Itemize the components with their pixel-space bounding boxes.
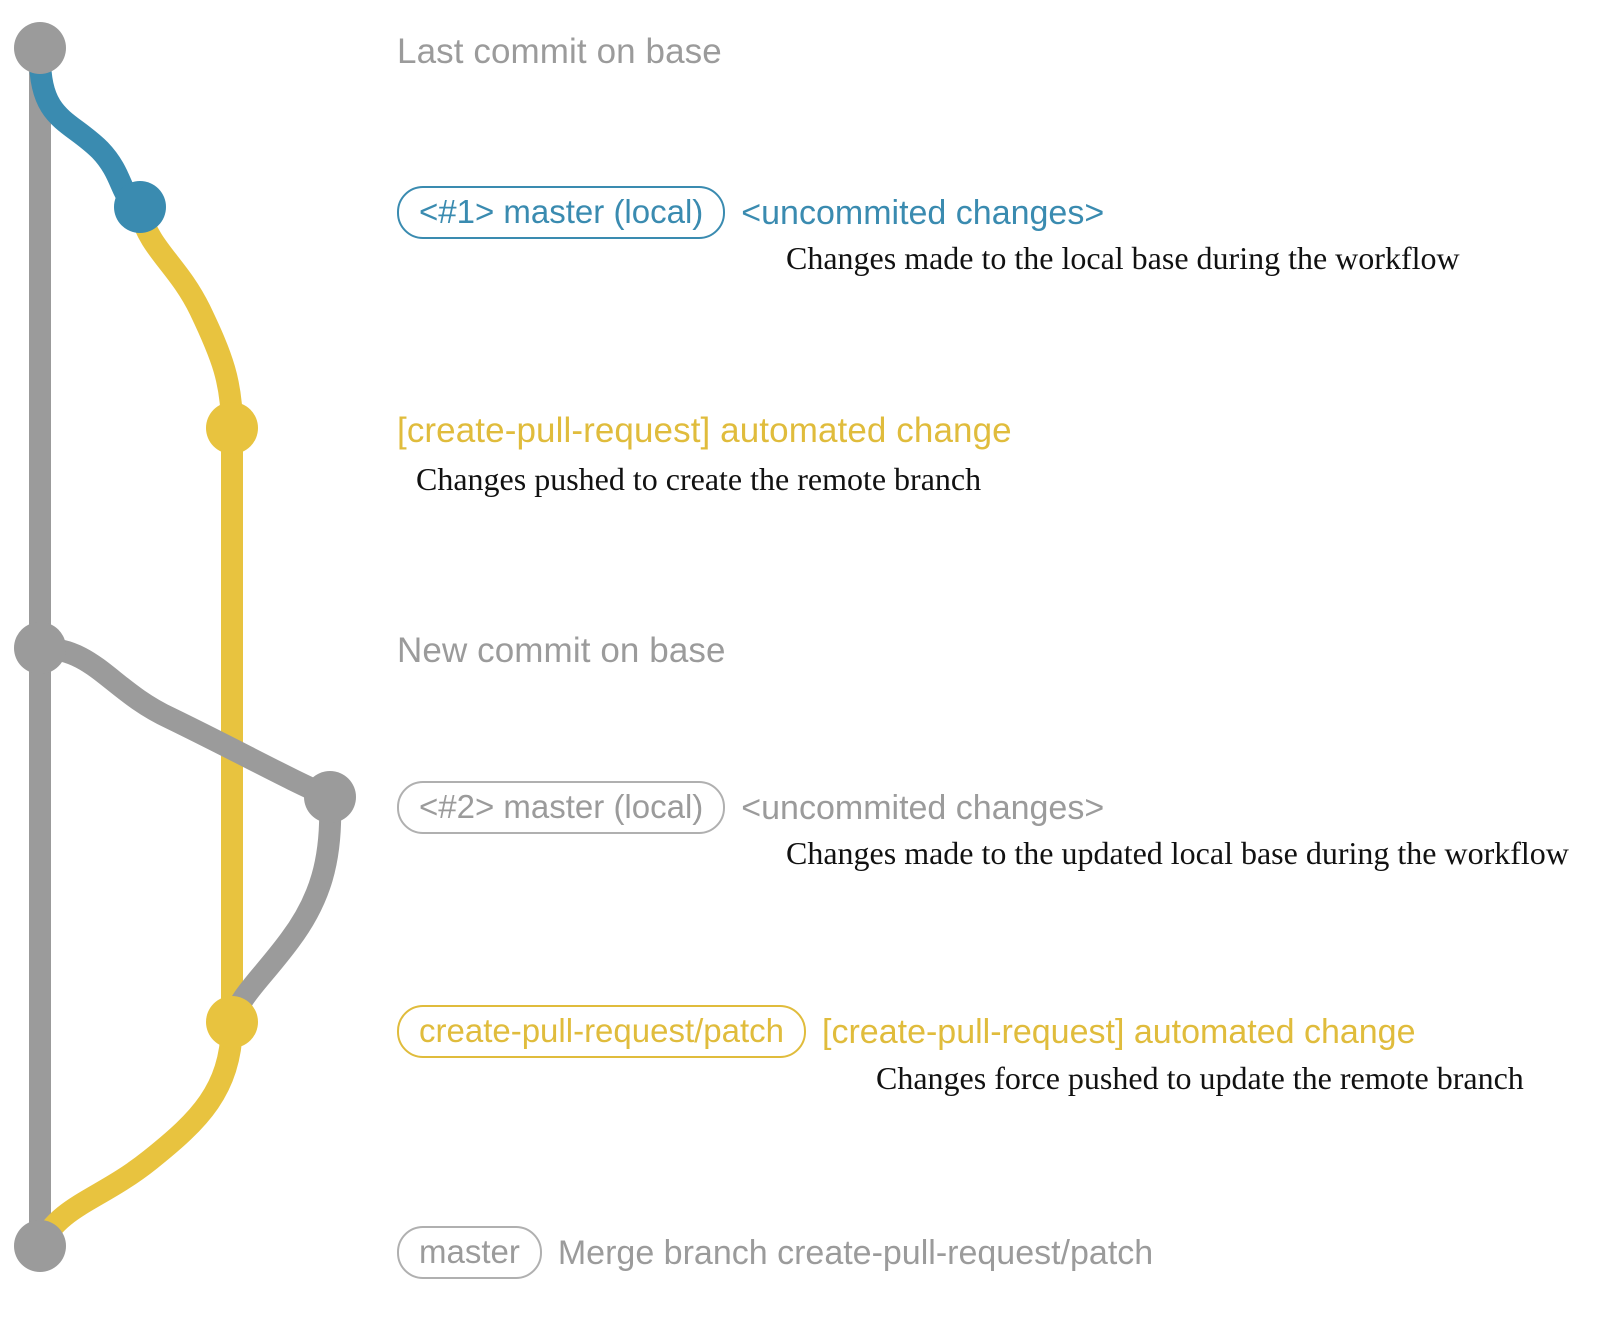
commit-note-create-pull-request-patch: Changes force pushed to update the remot… bbox=[876, 1060, 1524, 1096]
commit-title-automated-change-1: [create-pull-request] automated change bbox=[397, 411, 1012, 450]
ref-badge-master[interactable]: master bbox=[397, 1226, 542, 1279]
commit-note-master-local-2: Changes made to the updated local base d… bbox=[786, 835, 1569, 871]
entry-new-commit-on-base: New commit on base bbox=[397, 631, 726, 671]
commit-subject-master-merge: Merge branch create-pull-request/patch bbox=[557, 1233, 1154, 1272]
commit-node-master-merge[interactable] bbox=[14, 1220, 66, 1272]
commit-subject-master-local-1: <uncommited changes> bbox=[741, 193, 1105, 232]
ref-badge-create-pull-request-patch[interactable]: create-pull-request/patch bbox=[397, 1005, 807, 1058]
commit-note-master-local-1: Changes made to the local base during th… bbox=[786, 240, 1460, 276]
commit-subject-master-local-2: <uncommited changes> bbox=[741, 788, 1105, 827]
ref-badge-master-local-1[interactable]: <#1> master (local) bbox=[397, 186, 726, 239]
commit-title-last-commit-on-base: Last commit on base bbox=[397, 32, 722, 71]
edge-base-to-local-2 bbox=[29, 637, 341, 808]
commit-subject-create-pull-request-patch: [create-pull-request] automated change bbox=[822, 1012, 1416, 1051]
edge-local-2-to-patch-2 bbox=[221, 791, 342, 1033]
commit-node-create-pull-request-patch[interactable] bbox=[206, 996, 258, 1048]
commit-node-new-commit-on-base[interactable] bbox=[14, 622, 66, 674]
entry-last-commit-on-base: Last commit on base bbox=[397, 32, 722, 72]
entry-automated-change-1: [create-pull-request] automated change bbox=[397, 411, 1012, 451]
entry-master-local-2: <#2> master (local) <uncommited changes> bbox=[397, 781, 1104, 834]
commit-note-automated-change-1: Changes pushed to create the remote bran… bbox=[416, 461, 982, 497]
edge-local-1-to-patch-1 bbox=[129, 201, 243, 439]
edge-patch-to-master-merge bbox=[29, 1016, 243, 1257]
commit-node-last-commit-on-base[interactable] bbox=[14, 22, 66, 74]
commit-node-automated-change-1[interactable] bbox=[206, 402, 258, 454]
edge-base-to-local-1 bbox=[29, 47, 151, 218]
entry-master-merge: master Merge branch create-pull-request/… bbox=[397, 1226, 1153, 1279]
commit-node-master-local-2[interactable] bbox=[304, 771, 356, 823]
entry-master-local-1: <#1> master (local) <uncommited changes> bbox=[397, 186, 1104, 239]
commit-title-new-commit-on-base: New commit on base bbox=[397, 631, 726, 670]
ref-badge-master-local-2[interactable]: <#2> master (local) bbox=[397, 781, 726, 834]
commit-node-master-local-1[interactable] bbox=[114, 181, 166, 233]
entry-create-pull-request-patch: create-pull-request/patch [create-pull-r… bbox=[397, 1005, 1416, 1058]
